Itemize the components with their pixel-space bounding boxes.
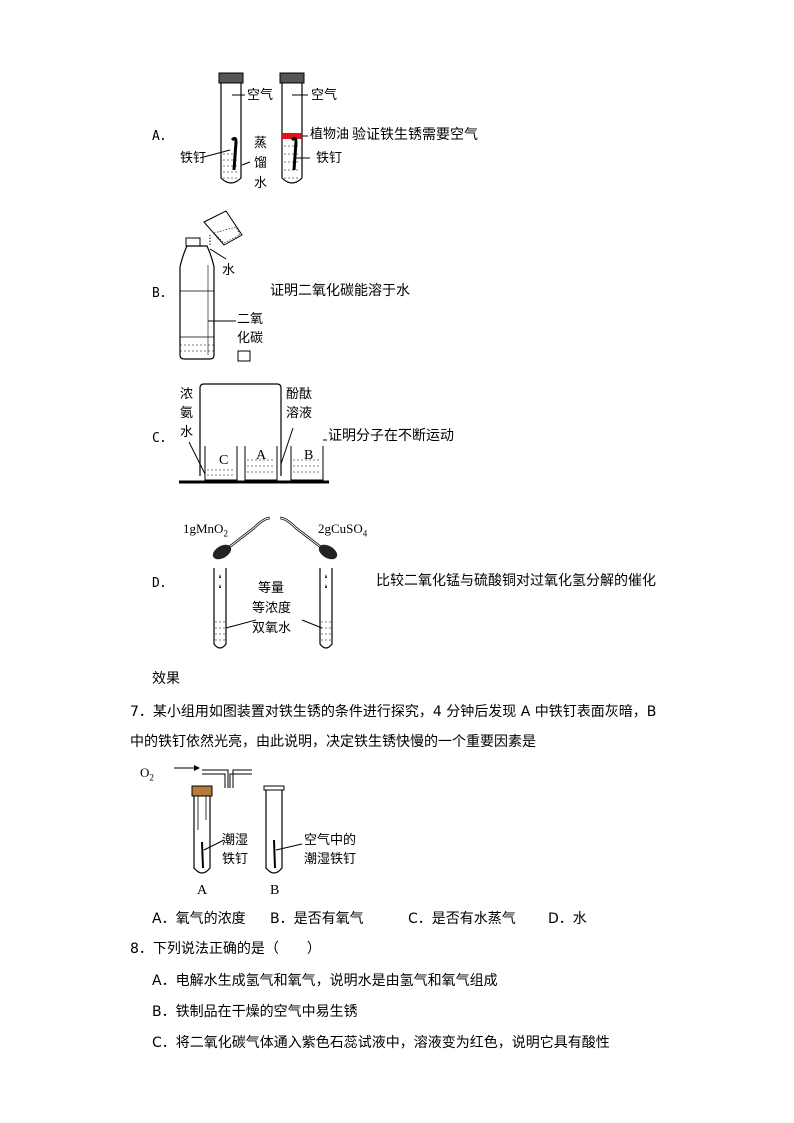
option-c-purpose: 证明分子在不断运动 <box>328 428 454 444</box>
option-a-purpose: 验证铁生锈需要空气 <box>352 127 478 143</box>
ammonia-label-3: 水 <box>180 425 194 440</box>
ammonia-label-1: 浓 <box>180 387 194 402</box>
option-b-purpose: 证明二氧化碳能溶于水 <box>270 283 410 299</box>
catalyst-compare-diagram <box>212 516 338 649</box>
option-d-letter: D． <box>152 576 173 591</box>
plastic-bottle-icon <box>179 237 215 360</box>
phenolphthalein-label-1: 酚酞 <box>286 387 313 402</box>
option-c-letter: C． <box>152 431 173 446</box>
right-test-tube <box>279 72 305 184</box>
choice-c[interactable]: C．是否有水蒸气 <box>408 911 516 927</box>
right-spatula-icon <box>279 516 338 560</box>
nail-label-left: 铁钉 <box>180 151 207 166</box>
option-b-letter: B． <box>152 286 173 301</box>
o2-label: O2 <box>140 765 154 783</box>
molecule-motion-diagram <box>179 383 329 484</box>
hydrogen-peroxide-label: 双氧水 <box>252 621 292 636</box>
nail-a-icon <box>201 841 204 869</box>
nail-label-right: 铁钉 <box>316 151 343 166</box>
distilled-water-label-3: 水 <box>254 176 268 191</box>
rust-air-diagram <box>199 72 310 184</box>
cuso4-label: 2gCuSO4 <box>318 521 368 539</box>
right-nail-icon <box>290 136 298 171</box>
beaker-b <box>290 446 324 481</box>
bell-jar <box>199 383 282 476</box>
beaker-a <box>244 446 278 481</box>
phenolphthalein-label-2: 溶液 <box>286 406 313 421</box>
choice-b[interactable]: B．是否有氧气 <box>270 911 364 927</box>
distilled-water-label-1: 蒸 <box>254 136 268 151</box>
co2-label-2: 化碳 <box>237 331 264 346</box>
water-label: 水 <box>222 263 236 278</box>
tube-b-label-1: 空气中的 <box>304 833 357 848</box>
left-nail-icon <box>230 136 238 171</box>
beaker-a-label: A <box>256 448 267 463</box>
air-label-left: 空气 <box>247 88 274 103</box>
left-test-tube <box>218 72 244 184</box>
distilled-water-label-2: 馏 <box>254 156 268 171</box>
tube-a-label-2: 铁钉 <box>222 852 249 867</box>
pouring-beaker-icon <box>203 210 243 246</box>
tube-a <box>191 769 252 874</box>
ammonia-label-2: 氨 <box>180 406 194 421</box>
question-8-option-c[interactable]: C．将二氧化碳气体通入紫色石蕊试液中，溶液变为红色，说明它具有酸性 <box>152 1035 610 1051</box>
nail-b-icon <box>273 839 276 869</box>
equal-concentration-label: 等浓度 <box>252 601 292 616</box>
tube-a-label-1: 潮湿 <box>222 833 249 848</box>
choice-a[interactable]: A．氧气的浓度 <box>152 911 246 927</box>
tube-b-letter: B <box>270 883 280 898</box>
tube-a-letter: A <box>197 883 208 898</box>
question-7-line-1: 7．某小组用如图装置对铁生锈的条件进行探究，4 分钟后发现 A 中铁钉表面灰暗，… <box>130 704 657 720</box>
beaker-b-label: B <box>304 448 314 463</box>
co2-label-1: 二氧 <box>237 312 264 327</box>
mno2-label: 1gMnO2 <box>183 521 228 539</box>
beaker-c <box>204 446 238 481</box>
air-label-right: 空气 <box>311 88 338 103</box>
option-d-purpose-cont: 效果 <box>152 671 180 687</box>
question-8-stem: 8．下列说法正确的是（ ） <box>130 941 321 957</box>
beaker-c-label: C <box>219 453 229 468</box>
tube-b-label-2: 潮湿铁钉 <box>304 852 357 867</box>
option-a-letter: A． <box>152 129 173 144</box>
tube-b <box>263 785 285 874</box>
question-8-option-a[interactable]: A．电解水生成氢气和氧气，说明水是由氢气和氧气组成 <box>152 973 498 989</box>
right-test-tube-d <box>319 568 333 649</box>
option-d-purpose: 比较二氧化锰与硫酸铜对过氧化氢分解的催化 <box>376 573 656 589</box>
oil-layer <box>282 133 302 139</box>
choice-d[interactable]: D．水 <box>548 911 587 927</box>
question-8-option-b[interactable]: B．铁制品在干燥的空气中易生锈 <box>152 1004 358 1020</box>
co2-bottle-diagram <box>179 210 251 362</box>
left-spatula-icon <box>212 516 271 560</box>
left-test-tube-d <box>213 568 227 649</box>
oil-label: 植物油 <box>310 127 350 142</box>
equal-amount-label: 等量 <box>258 581 285 596</box>
rust-oxygen-diagram <box>174 765 303 874</box>
question-7-line-2: 中的铁钉依然光亮，由此说明，决定铁生锈快慢的一个重要因素是 <box>130 734 536 750</box>
bottle-cap-icon <box>237 350 251 362</box>
